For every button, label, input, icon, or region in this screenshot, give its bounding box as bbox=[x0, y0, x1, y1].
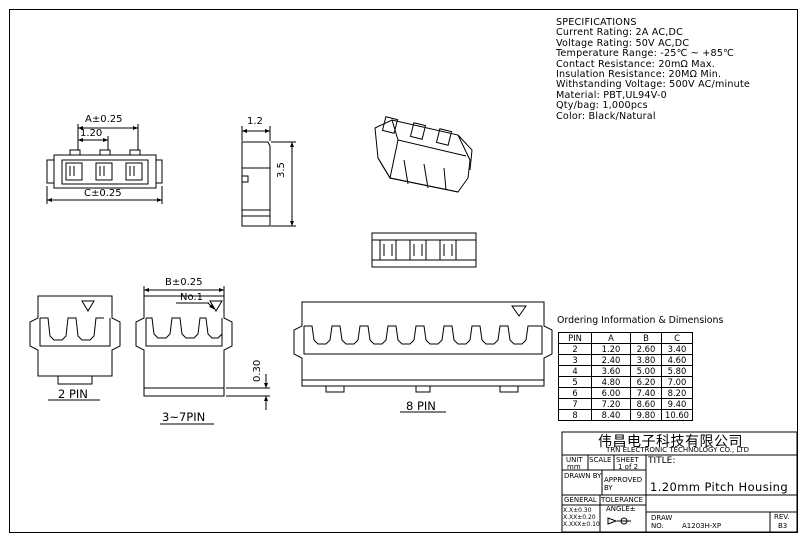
top-view bbox=[46, 124, 163, 204]
dim-side-width-label: 1.2 bbox=[247, 116, 263, 127]
dim-thickness-label: 0.30 bbox=[252, 359, 263, 382]
cell: 2.40 bbox=[591, 354, 631, 366]
angle-label: ANGLE± bbox=[606, 505, 636, 513]
scale-label: SCALE bbox=[589, 456, 612, 464]
label-8pin: 8 PIN bbox=[406, 399, 436, 413]
spec-withstanding-voltage: Withstanding Voltage: 500V AC/minute bbox=[556, 79, 751, 91]
cell: 9.40 bbox=[661, 398, 693, 410]
cell: 8 bbox=[558, 409, 592, 421]
tolerance-3: X.XXX±0.10 bbox=[563, 521, 600, 528]
unit-value: mm bbox=[567, 463, 581, 471]
cell: 7.20 bbox=[591, 398, 631, 410]
cell: 6.00 bbox=[591, 387, 631, 399]
drawing-frame bbox=[9, 9, 798, 533]
dim-b-label: B±0.25 bbox=[165, 277, 203, 288]
cell: 3.80 bbox=[630, 354, 662, 366]
cell: 7.00 bbox=[661, 376, 693, 388]
bottom-view bbox=[371, 232, 477, 268]
spec-current: Current Rating: 2A AC,DC bbox=[556, 27, 684, 39]
dim-c-label: C±0.25 bbox=[84, 188, 122, 199]
sheet-label: SHEET bbox=[616, 456, 639, 464]
col-a: A bbox=[591, 332, 631, 344]
spec-qty: Qty/bag: 1,000pcs bbox=[556, 100, 648, 112]
cell: 4.60 bbox=[661, 354, 693, 366]
draw-label: DRAW bbox=[651, 514, 673, 522]
cell: 3.40 bbox=[661, 343, 693, 355]
dim-a-label: A±0.25 bbox=[85, 114, 123, 125]
label-2pin: 2 PIN bbox=[58, 387, 88, 401]
side-view bbox=[241, 126, 296, 227]
cell: 7.40 bbox=[630, 387, 662, 399]
ordering-title: Ordering Information & Dimensions bbox=[557, 315, 724, 326]
spec-insulation-resistance: Insulation Resistance: 20MΩ Min. bbox=[556, 69, 722, 81]
front-view-3-7pin bbox=[135, 286, 270, 425]
drawn-by-label: DRAWN BY bbox=[564, 472, 602, 480]
drawing-title: 1.20mm Pitch Housing bbox=[650, 480, 789, 494]
no-label: NO. bbox=[651, 522, 664, 530]
label-3-7pin: 3~7PIN bbox=[162, 410, 206, 424]
spec-heading: SPECIFICATIONS bbox=[556, 17, 637, 28]
isometric-view bbox=[374, 116, 473, 193]
cell: 10.60 bbox=[661, 409, 693, 421]
cell: 8.40 bbox=[591, 409, 631, 421]
tolerance-label: TOLERANCE bbox=[601, 496, 644, 504]
cell: 5.00 bbox=[630, 365, 662, 377]
spec-color: Color: Black/Natural bbox=[556, 110, 656, 122]
sheet-value: 1 of 2 bbox=[618, 463, 639, 471]
cell: 8.20 bbox=[661, 387, 693, 399]
cell: 5 bbox=[558, 376, 592, 388]
dim-pitch-label: 1.20 bbox=[80, 128, 103, 139]
cell: 1.20 bbox=[591, 343, 631, 355]
cell: 2.60 bbox=[630, 343, 662, 355]
unit-label: UNIT bbox=[566, 456, 583, 464]
front-view-8pin bbox=[293, 301, 553, 413]
cell: 4 bbox=[558, 365, 592, 377]
approved-label: APPROVED bbox=[604, 476, 643, 484]
cell: 5.80 bbox=[661, 365, 693, 377]
tolerance-2: X.XX±0.20 bbox=[563, 514, 596, 521]
cell: 9.80 bbox=[630, 409, 662, 421]
cell: 6.20 bbox=[630, 376, 662, 388]
table-header-row: PIN A B C bbox=[558, 332, 693, 344]
general-label: GENERAL bbox=[564, 496, 597, 504]
approved-by-label: BY bbox=[604, 484, 613, 492]
cell: 4.80 bbox=[591, 376, 631, 388]
spec-material: Material: PBT,UL94V-0 bbox=[556, 89, 667, 101]
cell: 2 bbox=[558, 343, 592, 355]
specifications: SPECIFICATIONS Current Rating: 2A AC,DC … bbox=[556, 17, 751, 122]
cell: 3.60 bbox=[591, 365, 631, 377]
front-view-2pin bbox=[29, 295, 121, 401]
drawing-number: A1203H-XP bbox=[682, 522, 722, 530]
col-b: B bbox=[630, 332, 662, 344]
cell: 7 bbox=[558, 398, 592, 410]
no1-label: No.1 bbox=[180, 292, 203, 303]
col-c: C bbox=[661, 332, 693, 344]
col-pin: PIN bbox=[558, 332, 592, 344]
rev-value: B3 bbox=[778, 522, 788, 530]
title-label: TITLE: bbox=[648, 456, 676, 466]
spec-contact-resistance: Contact Resistance: 20mΩ Max. bbox=[556, 58, 715, 70]
spec-temperature: Temperature Range: -25℃ ~ +85℃ bbox=[556, 48, 735, 60]
rev-label: REV. bbox=[774, 513, 790, 521]
dim-side-height-label: 3.5 bbox=[276, 162, 287, 178]
company-name-cn: 伟昌电子科技有限公司 bbox=[598, 434, 743, 450]
title-block bbox=[561, 431, 798, 533]
tolerance-1: X.X±0.30 bbox=[563, 507, 592, 514]
cell: 3 bbox=[558, 354, 592, 366]
cell: 8.60 bbox=[630, 398, 662, 410]
spec-voltage: Voltage Rating: 50V AC,DC bbox=[556, 37, 690, 49]
cell: 6 bbox=[558, 387, 592, 399]
company-name-en: TRN ELECTRONIC TECHNOLOGY CO., LTD bbox=[606, 446, 750, 454]
